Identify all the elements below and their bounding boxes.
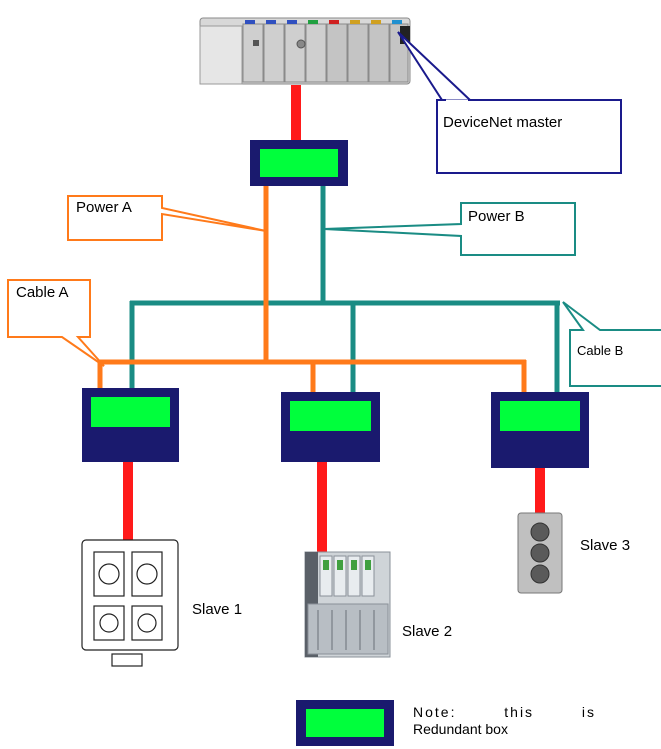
power-a-label: Power A bbox=[76, 199, 132, 216]
note-line-2: Redundant box bbox=[413, 721, 508, 737]
power-a-callout: Power A bbox=[67, 195, 267, 241]
redundant-box-slave-2 bbox=[281, 392, 380, 462]
redundant-box-slave-1 bbox=[82, 388, 179, 462]
cable-a-callout: Cable A bbox=[7, 279, 105, 367]
cable-b-network bbox=[129, 185, 560, 395]
slave-3-device-image bbox=[517, 512, 563, 594]
master-label: DeviceNet master bbox=[443, 114, 562, 131]
slave-2-label: Slave 2 bbox=[402, 623, 452, 640]
note-word-1: Note: bbox=[413, 704, 457, 720]
power-b-callout: Power B bbox=[323, 202, 576, 256]
plc-chassis-image bbox=[199, 17, 411, 85]
slave-1-label: Slave 1 bbox=[192, 601, 242, 618]
master-callout: DeviceNet master bbox=[397, 31, 622, 174]
cable-a-network bbox=[97, 185, 527, 395]
note-word-3: is bbox=[581, 704, 596, 720]
cable-a-label: Cable A bbox=[16, 284, 69, 301]
power-b-label: Power B bbox=[468, 208, 525, 225]
redundant-box-slave-3 bbox=[491, 392, 589, 468]
slave-3-label: Slave 3 bbox=[580, 537, 630, 554]
drop-cables bbox=[123, 85, 545, 560]
slave-1-device-image bbox=[81, 539, 179, 667]
slave-2-device-image bbox=[304, 551, 391, 658]
cable-b-label: Cable B bbox=[577, 343, 623, 358]
legend-redundant-box bbox=[296, 700, 394, 746]
cable-b-callout: Cable B bbox=[562, 301, 661, 387]
legend-note: Note: this is Redundant box bbox=[413, 704, 596, 738]
note-word-2: this bbox=[504, 704, 535, 720]
redundant-box-master bbox=[250, 140, 348, 186]
